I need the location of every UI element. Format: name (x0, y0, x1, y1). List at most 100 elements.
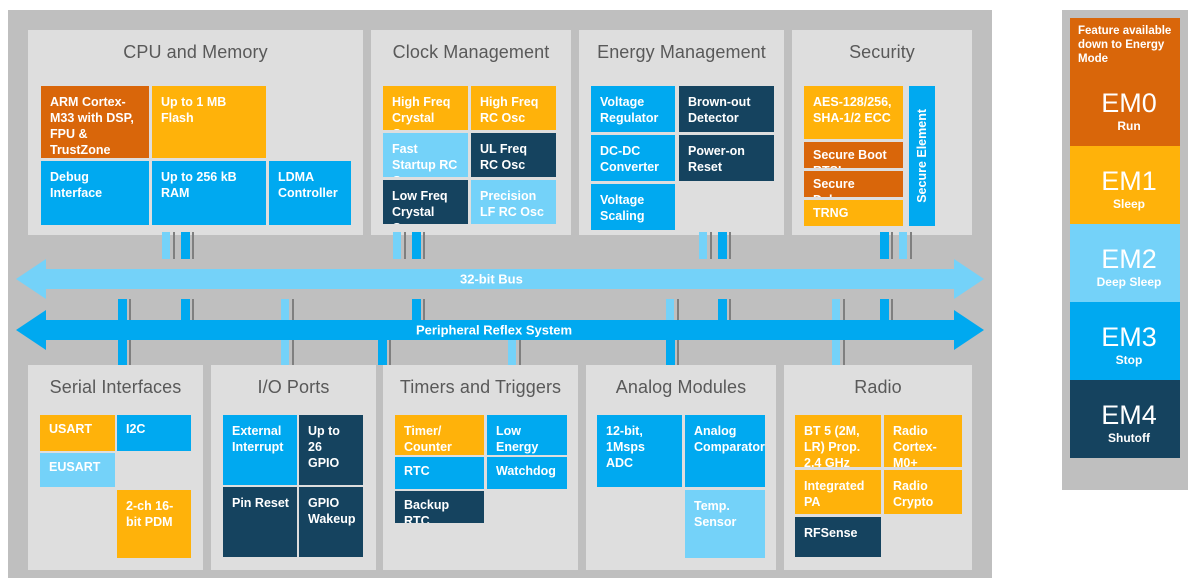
block-radio-cortex-m0[interactable]: Radio Cortex-M0+ (884, 415, 962, 467)
legend-em0[interactable]: Feature available down to Energy Mode EM… (1070, 18, 1180, 146)
block-integrated-pa[interactable]: Integrated PA (795, 470, 881, 514)
block-secure-element[interactable]: Secure Element (909, 86, 935, 226)
block-i2c[interactable]: I2C (117, 415, 191, 451)
block-trng[interactable]: TRNG (804, 200, 903, 226)
block-power-on-reset[interactable]: Power-on Reset (679, 135, 774, 181)
block-low-energy-timer[interactable]: Low Energy Timer (487, 415, 567, 455)
connector-line (404, 232, 406, 259)
group-radio: Radio BT 5 (2M, LR) Prop. 2.4 GHz Radio … (784, 365, 972, 570)
connector-line (677, 340, 679, 365)
bus-peripheral-reflex-system[interactable]: Peripheral Reflex System (16, 308, 984, 352)
connector-stub (832, 340, 840, 365)
block-rfsense[interactable]: RFSense (795, 517, 881, 557)
block-low-freq-crystal-osc[interactable]: Low Freq Crystal Osc (383, 180, 468, 224)
bus-prs-shape (16, 310, 984, 350)
block-eusart[interactable]: EUSART (40, 453, 115, 487)
legend-em3[interactable]: EM3 Stop (1070, 302, 1180, 380)
bus-32-bit[interactable]: 32-bit Bus (16, 257, 984, 301)
group-title-security: Security (849, 41, 915, 62)
connector-line (129, 299, 131, 322)
connector-line (891, 299, 893, 322)
block-temp-sensor[interactable]: Temp. Sensor (685, 490, 765, 558)
block-arm-cortex-m33[interactable]: ARM Cortex-M33 with DSP, FPU & TrustZone (41, 86, 149, 158)
connector-line (292, 299, 294, 322)
connector-stub (412, 232, 421, 259)
block-adc[interactable]: 12-bit, 1Msps ADC (597, 415, 682, 487)
connector-stub (393, 232, 401, 259)
block-flash[interactable]: Up to 1 MB Flash (152, 86, 266, 158)
connector-stub (378, 340, 387, 365)
block-high-freq-crystal-osc[interactable]: High Freq Crystal Osc (383, 86, 468, 130)
group-title-energy-management: Energy Management (597, 41, 766, 62)
group-security: Security AES-128/256, SHA-1/2 ECC Secure… (792, 30, 972, 235)
legend-em0-sub: Run (1117, 119, 1141, 133)
energy-mode-legend: Feature available down to Energy Mode EM… (1062, 10, 1188, 490)
block-secure-debug[interactable]: Secure Debug (804, 171, 903, 197)
connector-line (729, 232, 731, 259)
block-rtc[interactable]: RTC (395, 457, 484, 489)
connector-stub (181, 232, 190, 259)
connector-line (423, 232, 425, 259)
legend-em2-name: EM2 (1101, 244, 1157, 274)
block-ldma-controller[interactable]: LDMA Controller (269, 161, 351, 225)
group-timers-and-triggers: Timers and Triggers Timer/ Counter Low E… (383, 365, 578, 570)
bus-32-bit-label: 32-bit Bus (460, 271, 523, 287)
block-high-freq-rc-osc[interactable]: High Freq RC Osc (471, 86, 556, 130)
group-clock-management: Clock Management High Freq Crystal Osc H… (371, 30, 571, 235)
connector-line (843, 340, 845, 365)
connector-stub (666, 340, 675, 365)
group-cpu-and-memory: CPU and Memory ARM Cortex-M33 with DSP, … (28, 30, 363, 235)
connector-stub (832, 299, 840, 322)
legend-em4-name: EM4 (1101, 400, 1157, 430)
block-usart[interactable]: USART (40, 415, 115, 451)
connector-stub (281, 299, 289, 322)
block-bt5[interactable]: BT 5 (2M, LR) Prop. 2.4 GHz (795, 415, 881, 467)
block-timer-counter[interactable]: Timer/ Counter (395, 415, 484, 455)
legend-em3-sub: Stop (1115, 353, 1143, 367)
connector-stub (718, 232, 727, 259)
block-precision-lf-rc-osc[interactable]: Precision LF RC Osc (471, 180, 556, 224)
group-title-analog-modules: Analog Modules (615, 376, 747, 397)
block-watchdog[interactable]: Watchdog (487, 457, 567, 489)
connector-stub (666, 299, 674, 322)
block-radio-crypto[interactable]: Radio Crypto (884, 470, 962, 514)
block-dc-dc-converter[interactable]: DC-DC Converter (591, 135, 675, 181)
connector-stub (181, 299, 190, 322)
block-voltage-regulator[interactable]: Voltage Regulator (591, 86, 675, 132)
block-gpio-wakeup[interactable]: GPIO Wakeup (299, 487, 363, 557)
block-external-interrupt[interactable]: External Interrupt (223, 415, 297, 485)
legend-em4[interactable]: EM4 Shutoff (1070, 380, 1180, 458)
group-title-io-ports: I/O Ports (257, 376, 330, 397)
connector-line (729, 299, 731, 322)
group-title-timers-and-triggers: Timers and Triggers (399, 376, 562, 397)
block-gpio[interactable]: Up to 26 GPIO (299, 415, 363, 485)
connector-line (910, 232, 912, 259)
block-debug-interface[interactable]: Debug Interface (41, 161, 149, 225)
block-ul-freq-rc-osc[interactable]: UL Freq RC Osc (471, 133, 556, 177)
connector-stub (281, 340, 289, 365)
block-ram[interactable]: Up to 256 kB RAM (152, 161, 266, 225)
block-pin-reset[interactable]: Pin Reset (223, 487, 297, 557)
legend-em1-sub: Sleep (1112, 197, 1145, 211)
legend-em1-name: EM1 (1101, 166, 1157, 196)
block-brown-out-detector[interactable]: Brown-out Detector (679, 86, 774, 132)
connector-line (173, 232, 175, 259)
connector-line (129, 340, 131, 365)
connector-stub (880, 299, 889, 322)
group-analog-modules: Analog Modules 12-bit, 1Msps ADC Analog … (586, 365, 776, 570)
block-secure-boot-rtsl[interactable]: Secure Boot RTSL (804, 142, 903, 168)
connector-line (519, 340, 521, 365)
legend-em2[interactable]: EM2 Deep Sleep (1070, 224, 1180, 302)
block-backup-rtc[interactable]: Backup RTC (395, 491, 484, 523)
block-pdm[interactable]: 2-ch 16-bit PDM (117, 490, 191, 558)
block-voltage-scaling[interactable]: Voltage Scaling (591, 184, 675, 230)
block-analog-comparator[interactable]: Analog Comparator (685, 415, 765, 487)
legend-em1[interactable]: EM1 Sleep (1070, 146, 1180, 224)
legend-em3-name: EM3 (1101, 322, 1157, 352)
block-fast-startup-rc-osc[interactable]: Fast Startup RC Osc (383, 133, 468, 177)
block-aes-sha-ecc[interactable]: AES-128/256, SHA-1/2 ECC (804, 86, 903, 139)
connector-line (389, 340, 391, 365)
legend-note: Feature available down to Energy Mode (1078, 25, 1172, 65)
connector-stub (899, 232, 907, 259)
